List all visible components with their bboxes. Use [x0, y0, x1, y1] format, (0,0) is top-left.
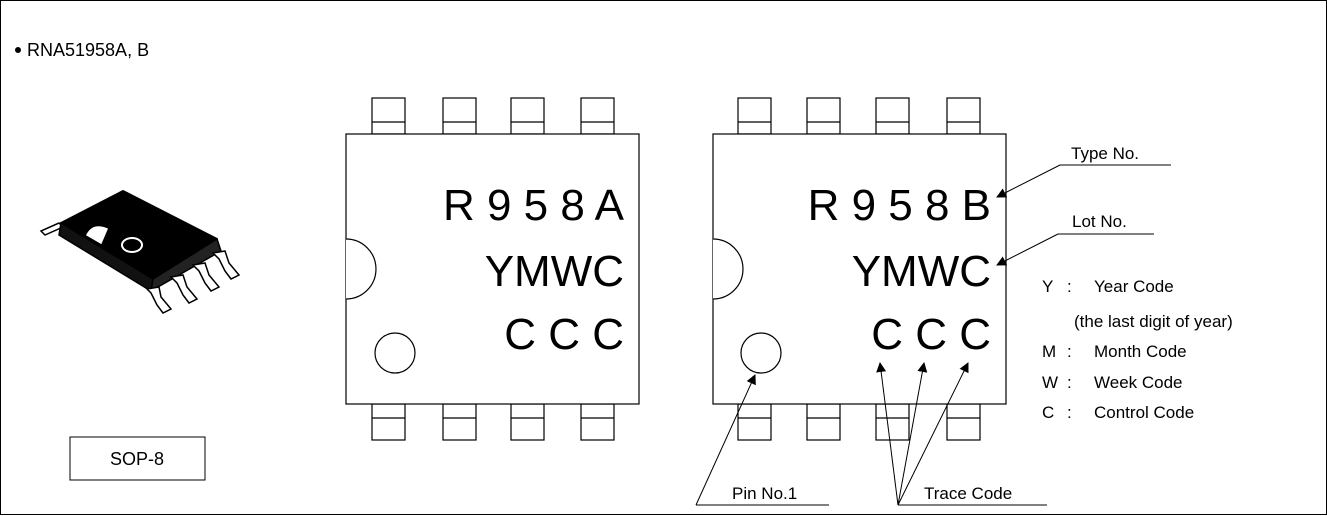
legend-text-m: Month Code: [1094, 342, 1187, 361]
chip-a-type: R 9 5 8 A: [443, 181, 625, 230]
pin1-dot-a: [374, 332, 416, 374]
sop8-package-illustration: [39, 190, 241, 314]
callout-type-no: Type No.: [996, 144, 1171, 198]
callout-pin-no1: Pin No.1: [695, 374, 829, 506]
chip-a-lot: YMWC: [485, 247, 624, 296]
legend-key-w: W: [1042, 373, 1058, 392]
chip-b-control: C C C: [871, 310, 991, 359]
callout-trace-code: Trace Code: [876, 362, 1047, 506]
chip-b: R 9 5 8 B YMWC C C C: [712, 97, 1007, 441]
legend-text-c: Control Code: [1094, 403, 1194, 422]
pin-no1-label: Pin No.1: [732, 484, 797, 503]
legend-sep-w: :: [1067, 373, 1072, 392]
chip-a-control: C C C: [504, 310, 624, 359]
legend-sep-c: :: [1067, 403, 1072, 422]
trace-code-label: Trace Code: [924, 484, 1012, 503]
chip-a: R 9 5 8 A YMWC C C C: [345, 97, 640, 441]
legend-key-y: Y: [1042, 277, 1053, 296]
callout-lot-no: Lot No.: [996, 212, 1154, 266]
legend-key-c: C: [1042, 403, 1054, 422]
lot-no-label: Lot No.: [1072, 212, 1127, 231]
legend-text-y: Year Code: [1094, 277, 1174, 296]
chip-b-type: R 9 5 8 B: [808, 181, 991, 230]
legend-year-note: (the last digit of year): [1074, 312, 1233, 331]
page-title: RNA51958A, B: [27, 40, 149, 60]
package-label: SOP-8: [110, 449, 164, 469]
title-bullet: [15, 47, 21, 53]
code-legend: Y : Year Code (the last digit of year) M…: [1042, 277, 1233, 422]
legend-key-m: M: [1042, 342, 1056, 361]
chip-b-lot: YMWC: [852, 247, 991, 296]
package-label-box: [69, 436, 206, 481]
pin1-dot-b: [740, 332, 782, 374]
legend-text-w: Week Code: [1094, 373, 1183, 392]
legend-sep-y: :: [1067, 277, 1072, 296]
type-no-label: Type No.: [1071, 144, 1139, 163]
legend-sep-m: :: [1067, 342, 1072, 361]
